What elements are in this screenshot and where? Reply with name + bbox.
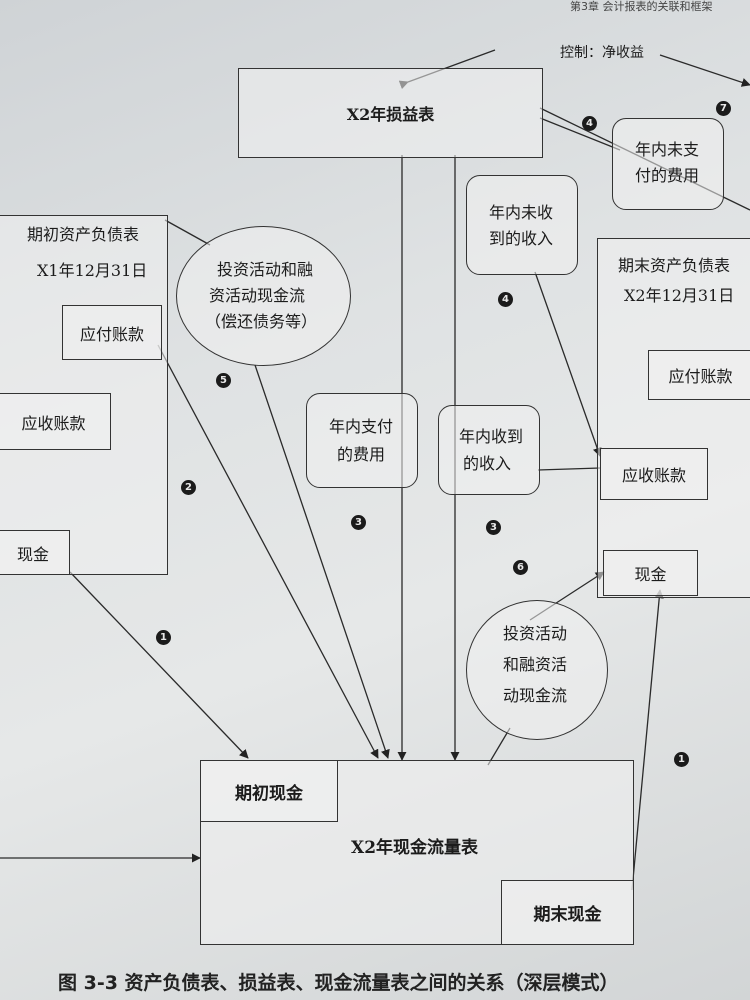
unpaid-expenses-box: 年内未支 付的费用 [612, 118, 724, 210]
closing-receivable-label: 应收账款 [621, 466, 686, 485]
marker-1-right: 1 [674, 752, 689, 767]
cash-flow-title: X2年现金流量表 [351, 838, 479, 858]
marker-4-mid: 4 [498, 292, 513, 307]
marker-3-left: 3 [351, 515, 366, 530]
marker-7: 7 [716, 101, 731, 116]
unpaid-expenses-line1: 年内未支 [635, 140, 700, 159]
opening-balance-title: 期初资产负债表 [27, 225, 140, 244]
opening-receivable-box: 应收账款 [0, 393, 111, 450]
closing-balance-title: 期末资产负债表 [618, 256, 731, 275]
marker-4-top: 4 [582, 116, 597, 131]
closing-payable-label: 应付账款 [668, 367, 733, 386]
opening-payable-box: 应付账款 [62, 305, 162, 360]
closing-payable-box: 应付账款 [648, 350, 750, 400]
control-net-income-label: 控制：净收益 [560, 45, 644, 61]
opening-payable-label: 应付账款 [79, 324, 144, 344]
paid-expenses-box: 年内支付 的费用 [306, 393, 418, 488]
uncollected-income-line2: 到的收入 [489, 229, 554, 248]
invest-financing-circle-right: 投资活动 和融资活 动现金流 [466, 600, 608, 740]
received-income-box: 年内收到 的收入 [438, 405, 540, 495]
uncollected-income-line1: 年内未收 [489, 203, 554, 222]
opening-balance-date: X1年12月31日 [37, 261, 148, 280]
page-header: 第3章 会计报表的关联和框架 [570, 0, 713, 13]
invest-left-line3: （偿还债务等） [205, 312, 318, 331]
invest-left-line1: 投资活动和融 [217, 260, 314, 279]
opening-cash-label: 现金 [16, 544, 49, 564]
uncollected-income-box: 年内未收 到的收入 [466, 175, 578, 275]
marker-3-right: 3 [486, 520, 501, 535]
invest-right-line2: 和融资活 [503, 655, 568, 674]
invest-financing-circle-left: 投资活动和融 资活动现金流 （偿还债务等） [176, 226, 351, 366]
opening-cash-box: 现金 [0, 530, 70, 575]
marker-1-left: 1 [156, 630, 171, 645]
received-income-line1: 年内收到 [459, 427, 524, 446]
closing-receivable-box: 应收账款 [600, 448, 708, 500]
received-income-line2: 的收入 [463, 454, 512, 473]
closing-balance-sheet: 期末资产负债表 X2年12月31日 [597, 238, 750, 598]
closing-balance-date: X2年12月31日 [624, 286, 735, 305]
income-statement-box: X2年损益表 [238, 68, 543, 158]
closing-cash-label: 现金 [634, 565, 667, 584]
opening-cash-flow-label: 期初现金 [235, 783, 303, 804]
marker-6: 6 [513, 560, 528, 575]
opening-cash-flow-box: 期初现金 [200, 760, 338, 822]
invest-right-line1: 投资活动 [503, 624, 568, 643]
paid-expenses-line2: 的费用 [337, 445, 386, 464]
marker-5: 5 [216, 373, 231, 388]
opening-receivable-label: 应收账款 [21, 413, 86, 433]
unpaid-expenses-line2: 付的费用 [635, 166, 700, 185]
marker-2: 2 [181, 480, 196, 495]
closing-cash-flow-box: 期末现金 [501, 880, 634, 945]
figure-caption: 图 3-3 资产负债表、损益表、现金流量表之间的关系（深层模式） [58, 972, 619, 994]
invest-right-line3: 动现金流 [503, 686, 568, 705]
income-statement-title: X2年损益表 [346, 105, 435, 124]
invest-left-line2: 资活动现金流 [209, 286, 306, 305]
closing-cash-flow-label: 期末现金 [533, 905, 602, 925]
closing-cash-box: 现金 [603, 550, 698, 596]
paid-expenses-line1: 年内支付 [329, 417, 394, 436]
